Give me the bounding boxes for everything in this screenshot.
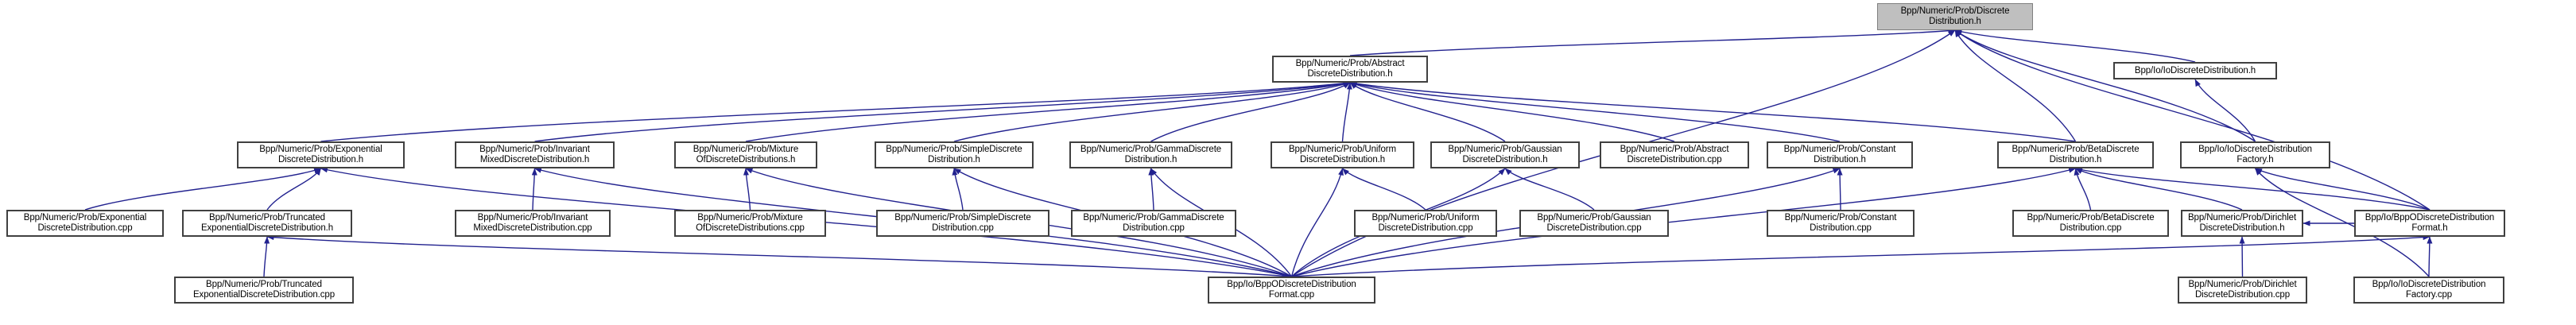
graph-node-uniform_h[interactable]: Bpp/Numeric/Prob/Uniform DiscreteDistrib… [1271,141,1414,168]
graph-edge-gaussian_h-to-abstract_h [1349,82,1506,142]
graph-edge-bppo_cpp-to-trunc_exp_h [266,234,1292,277]
graph-node-dirichlet_cpp[interactable]: Bpp/Numeric/Prob/Dirichlet DiscreteDistr… [2178,277,2307,304]
graph-edge-gamma_cpp-to-gamma_h [1148,168,1154,211]
graph-node-gaussian_cpp[interactable]: Bpp/Numeric/Prob/Gaussian DiscreteDistri… [1519,210,1669,237]
graph-edge-constant_h-to-abstract_h [1349,81,1841,142]
graph-node-trunc_exp_h[interactable]: Bpp/Numeric/Prob/Truncated ExponentialDi… [182,210,352,237]
graph-edge-invmix_cpp-to-invmix_h [531,168,537,211]
graph-edge-trunc_exp_cpp-to-trunc_exp_h [263,236,270,277]
graph-edge-simple_cpp-to-simple_h [952,168,964,211]
graph-edge-beta_h-to-root [1954,29,2077,142]
graph-edge-io_iddf_cpp-to-bppo_h [2427,236,2433,277]
graph-node-invmix_h[interactable]: Bpp/Numeric/Prob/Invariant MixedDiscrete… [455,141,615,168]
graph-edge-io_iddf_h-to-io_idd_h [2194,79,2256,142]
graph-node-uniform_cpp[interactable]: Bpp/Numeric/Prob/Uniform DiscreteDistrib… [1354,210,1497,237]
graph-edge-constant_cpp-to-constant_h [1837,168,1843,211]
graph-edge-invmix_h-to-abstract_h [534,80,1351,142]
graph-node-beta_cpp[interactable]: Bpp/Numeric/Prob/BetaDiscrete Distributi… [2012,210,2169,237]
graph-edge-mixture_cpp-to-mixture_h [743,168,751,211]
graph-node-bppo_h[interactable]: Bpp/Io/BppODiscreteDistribution Format.h [2354,210,2505,237]
graph-edge-bppo_h-to-beta_h [2075,167,2431,211]
graph-node-constant_h[interactable]: Bpp/Numeric/Prob/Constant Distribution.h [1767,141,1913,168]
graph-edge-dirichlet_h-to-beta_h [2075,168,2243,211]
graph-edge-simple_h-to-abstract_h [953,81,1351,142]
graph-edge-bppo_cpp-to-bppo_h [1291,234,2431,277]
graph-edge-beta_h-to-abstract_h [1349,80,2076,142]
graph-node-root[interactable]: Bpp/Numeric/Prob/Discrete Distribution.h [1877,3,2033,30]
graph-node-beta_h[interactable]: Bpp/Numeric/Prob/BetaDiscrete Distributi… [1997,141,2154,168]
graph-edge-beta_cpp-to-beta_h [2074,168,2092,211]
graph-node-io_idd_h[interactable]: Bpp/Io/IoDiscreteDistribution.h [2113,62,2277,79]
graph-node-simple_h[interactable]: Bpp/Numeric/Prob/SimpleDiscrete Distribu… [875,141,1034,168]
graph-node-mixture_cpp[interactable]: Bpp/Numeric/Prob/Mixture OfDiscreteDistr… [674,210,826,237]
graph-node-gamma_h[interactable]: Bpp/Numeric/Prob/GammaDiscrete Distribut… [1069,141,1232,168]
graph-edge-abstract_h-to-root [1349,28,1956,56]
graph-edge-exp_h-to-abstract_h [320,80,1351,142]
graph-node-gamma_cpp[interactable]: Bpp/Numeric/Prob/GammaDiscrete Distribut… [1071,210,1236,237]
graph-node-gaussian_h[interactable]: Bpp/Numeric/Prob/Gaussian DiscreteDistri… [1430,141,1580,168]
graph-node-dirichlet_h[interactable]: Bpp/Numeric/Prob/Dirichlet DiscreteDistr… [2181,210,2303,237]
graph-node-bppo_cpp[interactable]: Bpp/Io/BppODiscreteDistribution Format.c… [1208,277,1375,304]
graph-node-exp_h[interactable]: Bpp/Numeric/Prob/Exponential DiscreteDis… [237,141,405,168]
graph-edge-bppo_h-to-io_iddf_h [2255,168,2431,211]
graph-node-invmix_cpp[interactable]: Bpp/Numeric/Prob/Invariant MixedDiscrete… [455,210,611,237]
graph-edge-exp_cpp-to-exp_h [84,168,321,211]
graph-node-mixture_h[interactable]: Bpp/Numeric/Prob/Mixture OfDiscreteDistr… [674,141,817,168]
graph-edge-uniform_cpp-to-uniform_h [1342,168,1426,211]
graph-node-constant_cpp[interactable]: Bpp/Numeric/Prob/Constant Distribution.c… [1767,210,1915,237]
graph-edge-bppo_h-to-root [1954,29,2431,211]
graph-node-abstract_cpp[interactable]: Bpp/Numeric/Prob/Abstract DiscreteDistri… [1600,141,1749,168]
graph-edge-bppo_cpp-to-uniform_h [1290,168,1344,277]
graph-node-simple_cpp[interactable]: Bpp/Numeric/Prob/SimpleDiscrete Distribu… [876,210,1049,237]
graph-node-io_iddf_cpp[interactable]: Bpp/Io/IoDiscreteDistribution Factory.cp… [2353,277,2504,304]
graph-edge-abstract_cpp-to-abstract_h [1349,82,1675,142]
graph-edge-trunc_exp_h-to-exp_h [266,168,322,211]
graph-edge-dirichlet_cpp-to-dirichlet_h [2239,236,2245,277]
graph-edge-uniform_h-to-abstract_h [1341,82,1352,142]
graph-node-trunc_exp_cpp[interactable]: Bpp/Numeric/Prob/Truncated ExponentialDi… [174,277,354,304]
graph-node-exp_cpp[interactable]: Bpp/Numeric/Prob/Exponential DiscreteDis… [6,210,164,237]
graph-edge-gamma_h-to-abstract_h [1150,82,1351,142]
graph-edge-mixture_h-to-abstract_h [745,81,1351,142]
graph-node-io_iddf_h[interactable]: Bpp/Io/IoDiscreteDistribution Factory.h [2180,141,2330,168]
graph-edge-io_idd_h-to-root [1954,29,2196,63]
graph-node-abstract_h[interactable]: Bpp/Numeric/Prob/Abstract DiscreteDistri… [1272,56,1428,83]
graph-edge-gaussian_cpp-to-gaussian_h [1504,168,1595,211]
graph-edge-io_iddf_h-to-root [1954,29,2256,142]
